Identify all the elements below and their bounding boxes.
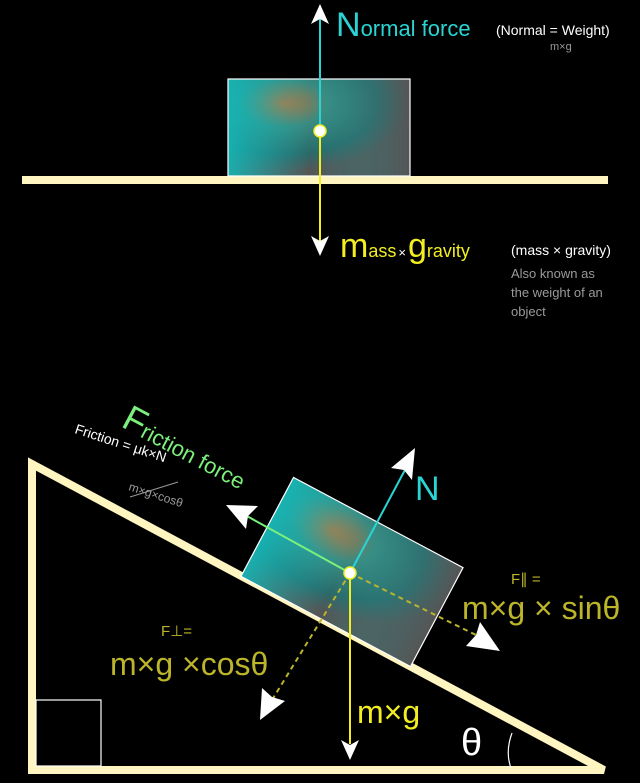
parallel-component-formula: m×g × sinθ [462, 590, 620, 626]
top-center-dot [313, 124, 327, 138]
mass-times-gravity-note: (mass × gravity) [511, 242, 611, 258]
friction-arrow [244, 514, 351, 574]
top-normal-arrowhead [311, 4, 329, 24]
angle-arc [507, 732, 513, 769]
perpendicular-component-label: F⊥= [161, 623, 192, 640]
perpendicular-component-formula: m×g ×cosθ [110, 646, 268, 682]
flat-ground [22, 176, 608, 184]
mass-gravity-label: mass×gravity [340, 227, 470, 265]
incline-weight-label: m×g [357, 694, 420, 730]
perpendicular-component-arrow [271, 572, 351, 701]
incline-normal-arrowhead [391, 448, 415, 480]
weight-description: Also known as the weight of an object [511, 266, 606, 319]
normal-force-label: Normal force [336, 6, 471, 44]
flat-surface-scene: Normal force (Normal = Weight) m×g mass×… [22, 4, 611, 319]
normal-note-formula: m×g [550, 41, 572, 53]
parallel-component-arrowhead [466, 622, 500, 651]
incline-normal-arrow [349, 467, 407, 574]
right-angle-marker [35, 699, 102, 767]
parallel-component-arrow [349, 572, 479, 637]
friction-formula-pointer [129, 481, 179, 498]
friction-formula-sub: m×g×cosθ [127, 480, 185, 511]
incline-normal-label: N [415, 470, 440, 508]
incline-center-dot [343, 566, 357, 580]
perpendicular-component-arrowhead [260, 688, 285, 720]
top-weight-arrowhead [311, 236, 329, 256]
friction-arrowhead [226, 505, 258, 529]
normal-equals-weight-note: (Normal = Weight) [496, 22, 610, 38]
incline-scene: θ Friction force Friction = μk×N m×g× [28, 397, 620, 774]
angle-theta-label: θ [461, 722, 482, 764]
incline-weight-arrowhead [341, 740, 359, 760]
parallel-component-label: F∥ = [511, 571, 541, 588]
